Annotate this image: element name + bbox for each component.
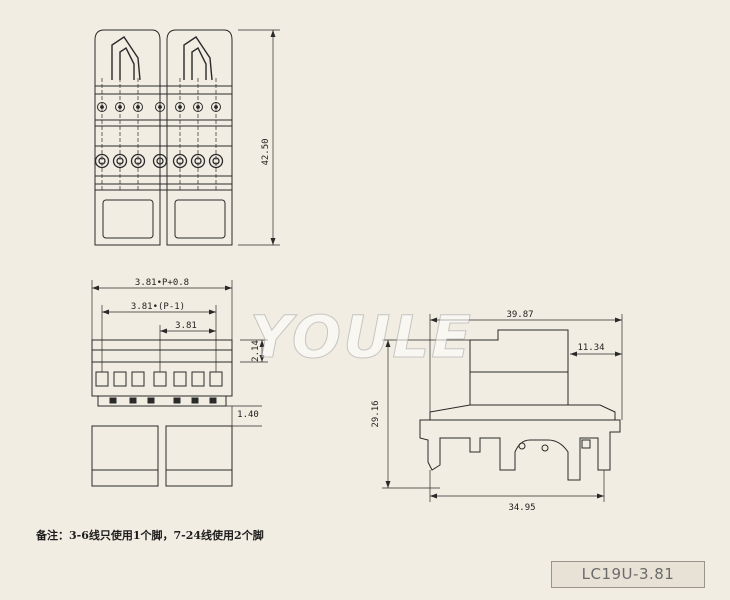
front-bottom-dim-label: 1.40 [237, 410, 259, 420]
remark-note: 备注：3-6线只使用1个脚，7-24线使用2个脚 [36, 529, 264, 542]
front-view-drawing [91, 280, 268, 487]
side-height-label: 29.16 [371, 400, 381, 427]
front-side-height-label: 2.14 [251, 340, 261, 362]
front-total-width-label: 3.81•P+0.8 [135, 278, 189, 288]
side-view-drawing [382, 314, 623, 502]
side-right-dim-label: 11.34 [577, 343, 604, 353]
front-inner-width-label: 3.81•(P-1) [131, 302, 185, 312]
top-height-dim-label: 42.50 [261, 138, 271, 165]
side-bottom-width-label: 34.95 [508, 503, 535, 513]
top-view-drawing [94, 29, 280, 246]
brand-watermark: YOULE [250, 303, 473, 372]
side-top-width-label: 39.87 [506, 310, 533, 320]
model-label-box: LC19U-3.81 [551, 561, 705, 588]
front-pitch-label: 3.81 [175, 321, 197, 331]
